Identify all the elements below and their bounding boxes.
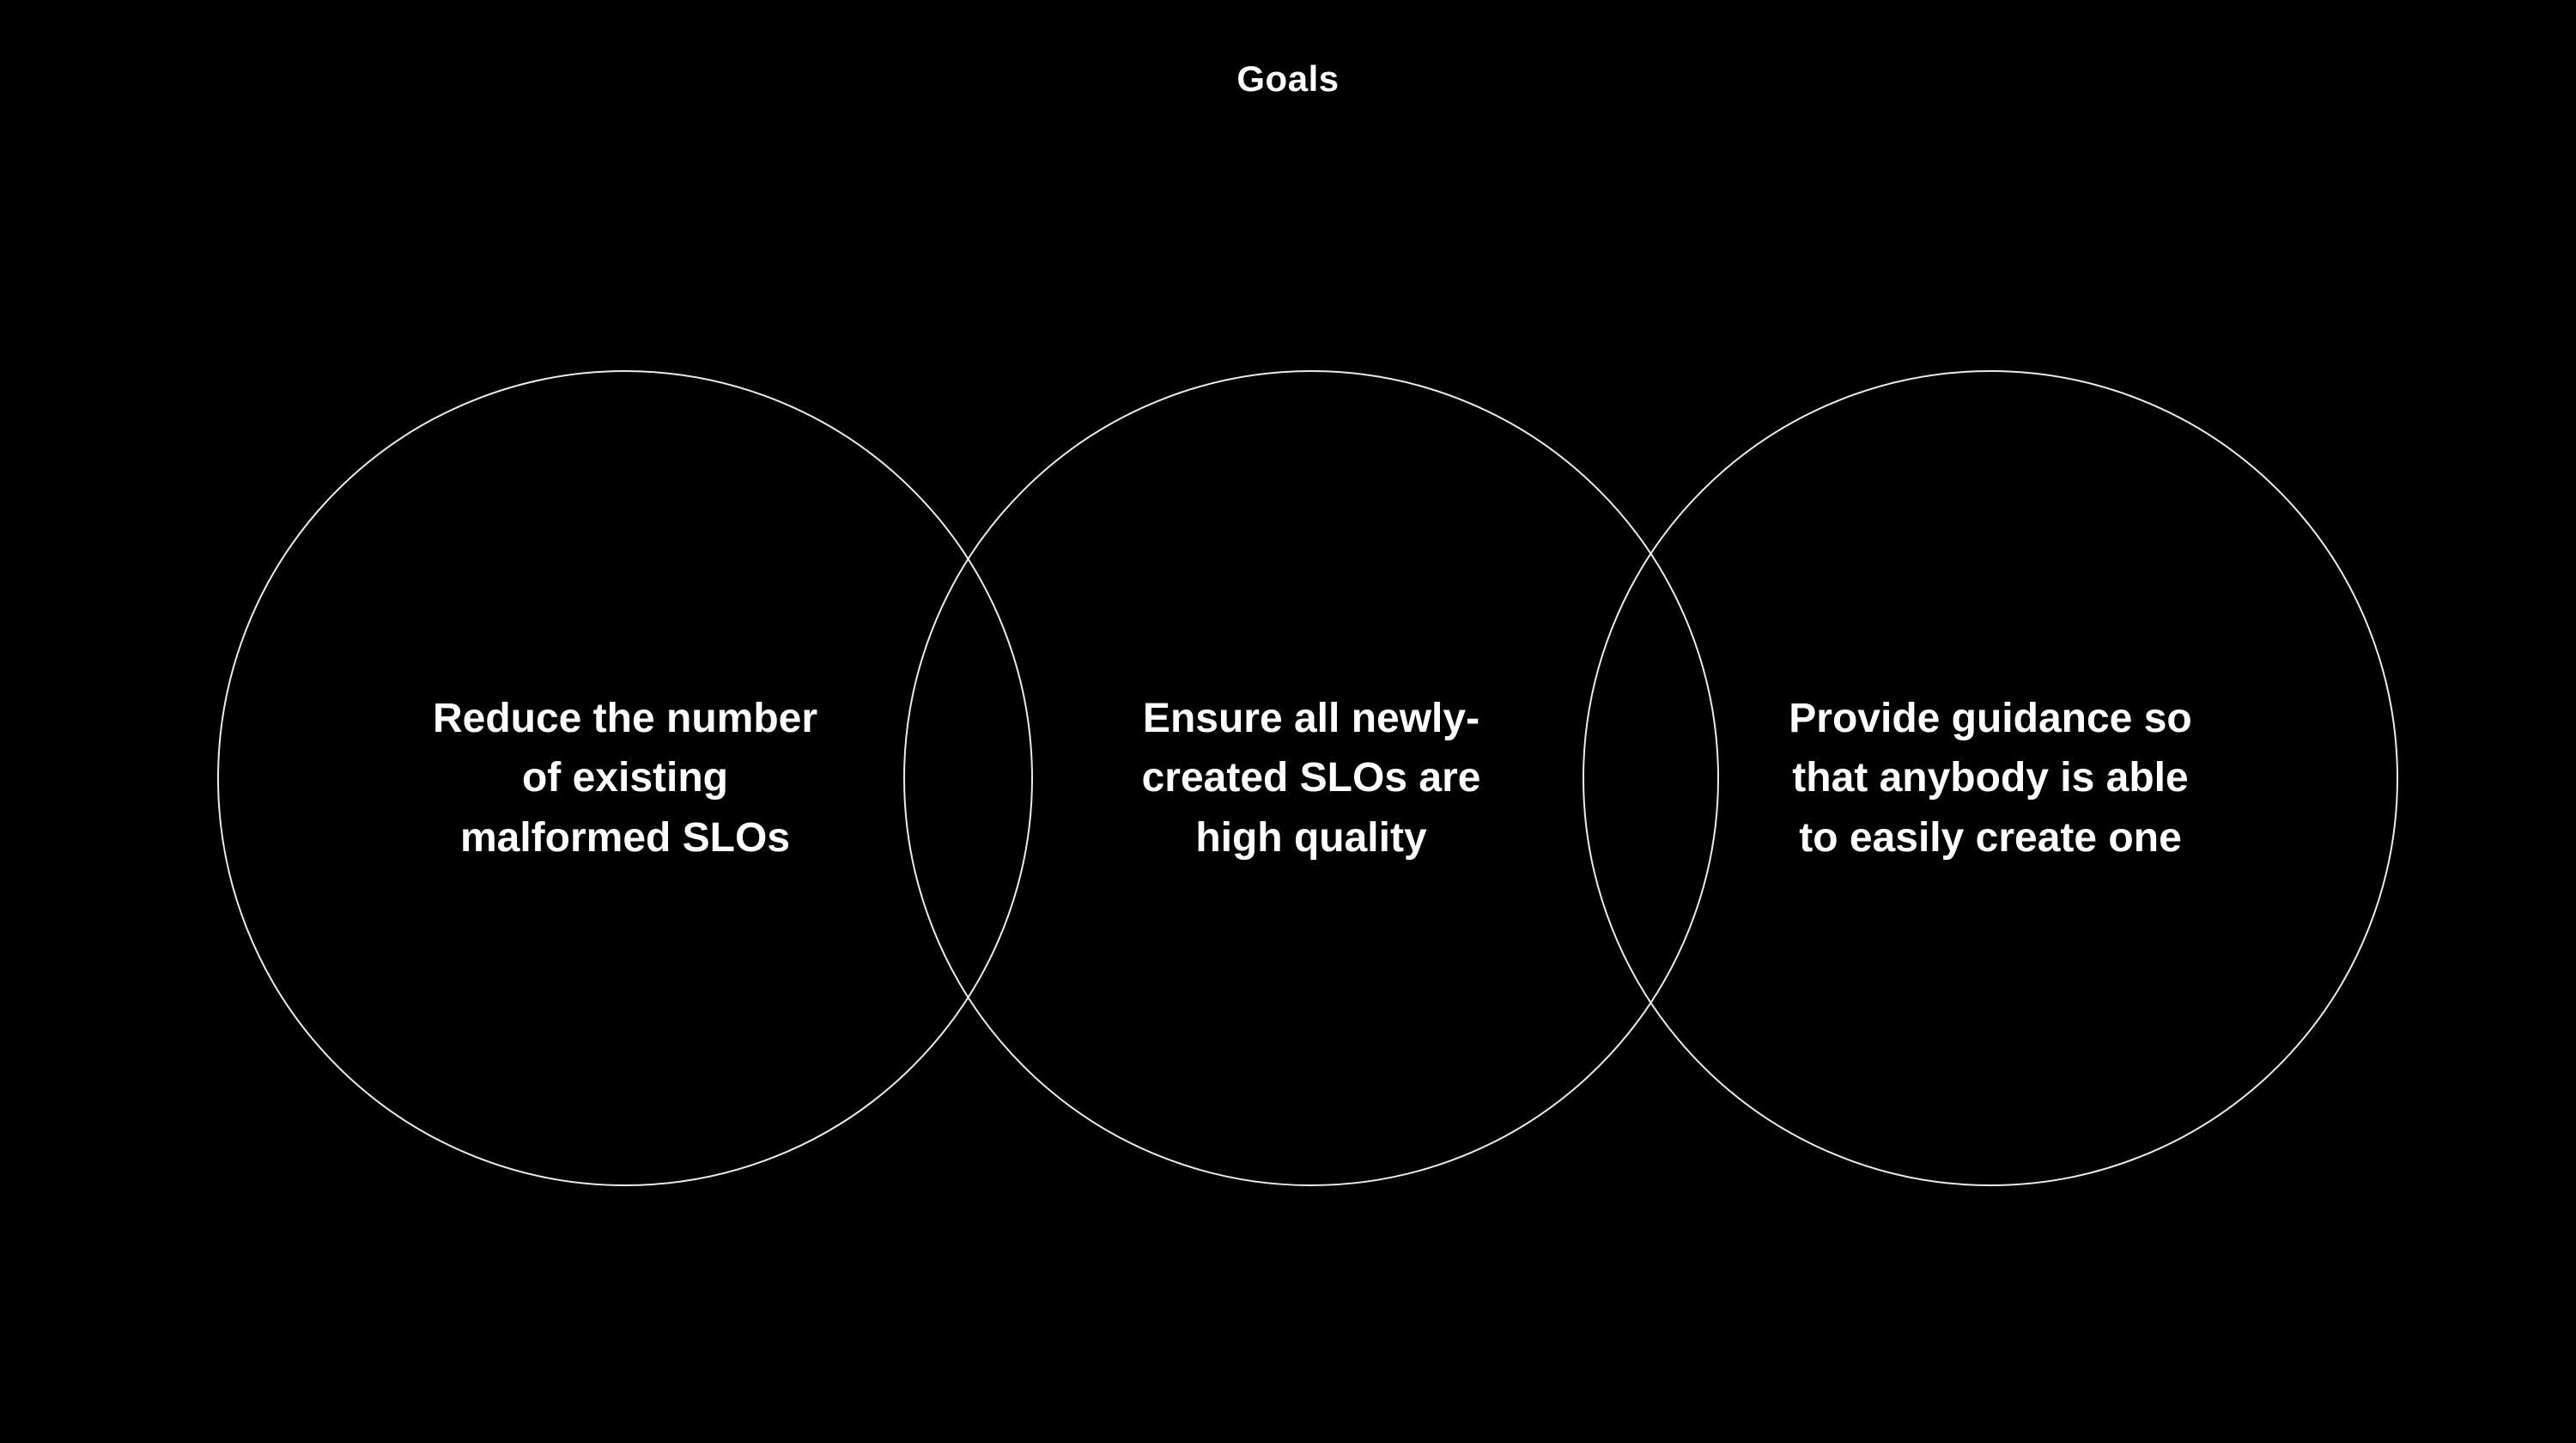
venn-circle-reduce-malformed-slos: Reduce the number of existing malformed … (217, 370, 1033, 1186)
circle-label: Provide guidance so that anybody is able… (1789, 695, 2192, 861)
circle-label: Ensure all newly- created SLOs are high … (1141, 695, 1481, 861)
venn-circle-provide-guidance: Provide guidance so that anybody is able… (1583, 370, 2398, 1186)
circle-label: Reduce the number of existing malformed … (432, 695, 818, 861)
slide-title: Goals (1236, 58, 1340, 99)
